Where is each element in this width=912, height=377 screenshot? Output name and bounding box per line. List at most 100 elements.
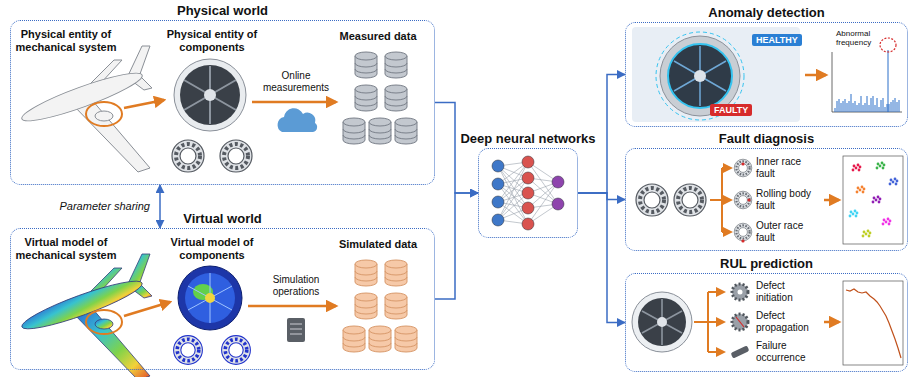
data-label: Measured data	[328, 30, 428, 43]
cluster-dot	[890, 179, 893, 182]
server-icon-part	[287, 318, 305, 342]
network-neuron	[492, 178, 504, 190]
virtual-engine-part	[178, 266, 242, 330]
rul-engine-part	[657, 317, 667, 327]
network-neuron	[552, 176, 564, 188]
cluster-dot	[896, 180, 899, 183]
physical-engine-part	[174, 59, 246, 131]
cluster-dot	[852, 169, 855, 172]
connector-arrow	[578, 193, 625, 323]
gear-icons-part	[732, 314, 748, 330]
focus-ellipse	[86, 102, 122, 126]
measured-data-icons	[343, 52, 417, 144]
virtual-airplane-part	[18, 254, 152, 377]
cluster-dot	[861, 186, 864, 189]
physical-airplane	[18, 46, 152, 172]
cluster-dot	[889, 183, 892, 186]
cluster-dot	[883, 164, 886, 167]
cluster-dot	[883, 219, 886, 222]
simulated-data-icons-part	[395, 326, 417, 352]
gear-icons-part	[738, 290, 743, 295]
cluster-dot	[877, 163, 880, 166]
network-panel: Deep neural networks	[478, 148, 578, 238]
network-neuron	[522, 187, 534, 199]
virtual-airplane	[18, 254, 152, 377]
engine-scan-image-part	[694, 70, 706, 82]
gear-icons-part	[732, 284, 748, 300]
orange-fork	[694, 292, 724, 352]
rul-engine-part	[642, 299, 682, 345]
cluster-dot	[863, 231, 866, 234]
panel-heading: Virtual world	[183, 211, 262, 226]
network-neuron	[522, 218, 534, 230]
edge-label: Parameter sharing	[58, 200, 153, 213]
spectrum-chart	[832, 38, 902, 112]
virtual-bearings	[174, 336, 251, 365]
data-label: Simulated data	[328, 238, 428, 251]
orange-arrow	[248, 305, 336, 308]
cluster-dot	[856, 191, 859, 194]
gear-icons-part	[731, 345, 750, 358]
degradation-chart-part	[843, 281, 903, 365]
panel-heading: RUL prediction	[720, 256, 813, 271]
cluster-chart	[843, 156, 903, 244]
virtual-engine-part	[188, 273, 232, 323]
physical-engine-part	[184, 66, 236, 124]
cluster-dot	[885, 221, 888, 224]
engine-scan-image-part	[668, 44, 732, 108]
orange-fork	[710, 168, 731, 232]
rul-engine-part	[632, 292, 692, 352]
measured-data-icons-part	[355, 85, 377, 111]
cluster-dot	[862, 235, 865, 238]
panel-heading: Physical world	[177, 3, 268, 18]
engine-scan-image-part	[674, 46, 726, 106]
cluster-dot	[895, 183, 898, 186]
cluster-dot	[857, 164, 860, 167]
network-neuron	[552, 198, 564, 210]
diagnosis-bearings-part	[674, 184, 706, 216]
neural-net-icon	[492, 156, 564, 230]
orange-fork-part	[722, 231, 731, 233]
connector-arrow	[159, 185, 161, 228]
measured-data-icons-part	[343, 118, 365, 144]
simulated-data-icons-part	[355, 260, 377, 286]
orange-fork-part	[708, 291, 724, 293]
orange-fork-part	[722, 199, 731, 201]
gear-icons-part	[736, 317, 744, 327]
physical-engine-part	[204, 89, 216, 101]
panel-heading: Anomaly detection	[708, 5, 824, 20]
virtual-engine-part	[205, 293, 215, 303]
cluster-dot	[856, 212, 859, 215]
cluster-dot	[872, 201, 875, 204]
physical-bearings-part	[220, 140, 252, 172]
cluster-dot	[894, 178, 897, 181]
virtual-engine-part	[185, 273, 235, 323]
spectrum-chart-part	[880, 38, 896, 52]
spectrum-chart-part	[835, 50, 899, 112]
cloud-icon	[278, 108, 318, 132]
server-icon	[287, 318, 305, 342]
degradation-chart-part	[846, 289, 901, 358]
chart-note: Abnormal frequency	[836, 29, 876, 47]
cluster-dot	[854, 210, 857, 213]
virtual-bearings-part	[174, 336, 203, 365]
cluster-chart-part	[843, 156, 903, 244]
cluster-dot	[876, 167, 879, 170]
cluster-dot	[855, 167, 858, 170]
degradation-chart	[843, 281, 903, 365]
cluster-dot	[859, 166, 862, 169]
server-icon-part	[290, 324, 302, 334]
orange-fork-part	[708, 351, 724, 353]
engine-scan-image-part	[668, 44, 732, 108]
cluster-dot	[858, 169, 861, 172]
simulated-data-icons-part	[385, 260, 407, 286]
cluster-dot	[875, 199, 878, 202]
cluster-dot	[888, 223, 891, 226]
diagnosis-bearings-part	[636, 184, 668, 216]
orange-fork-part	[694, 292, 708, 352]
cluster-dot	[877, 196, 880, 199]
orange-arrow	[252, 101, 336, 104]
entity-label: Physical entity of mechanical system	[10, 28, 122, 53]
cluster-dot	[879, 165, 882, 168]
